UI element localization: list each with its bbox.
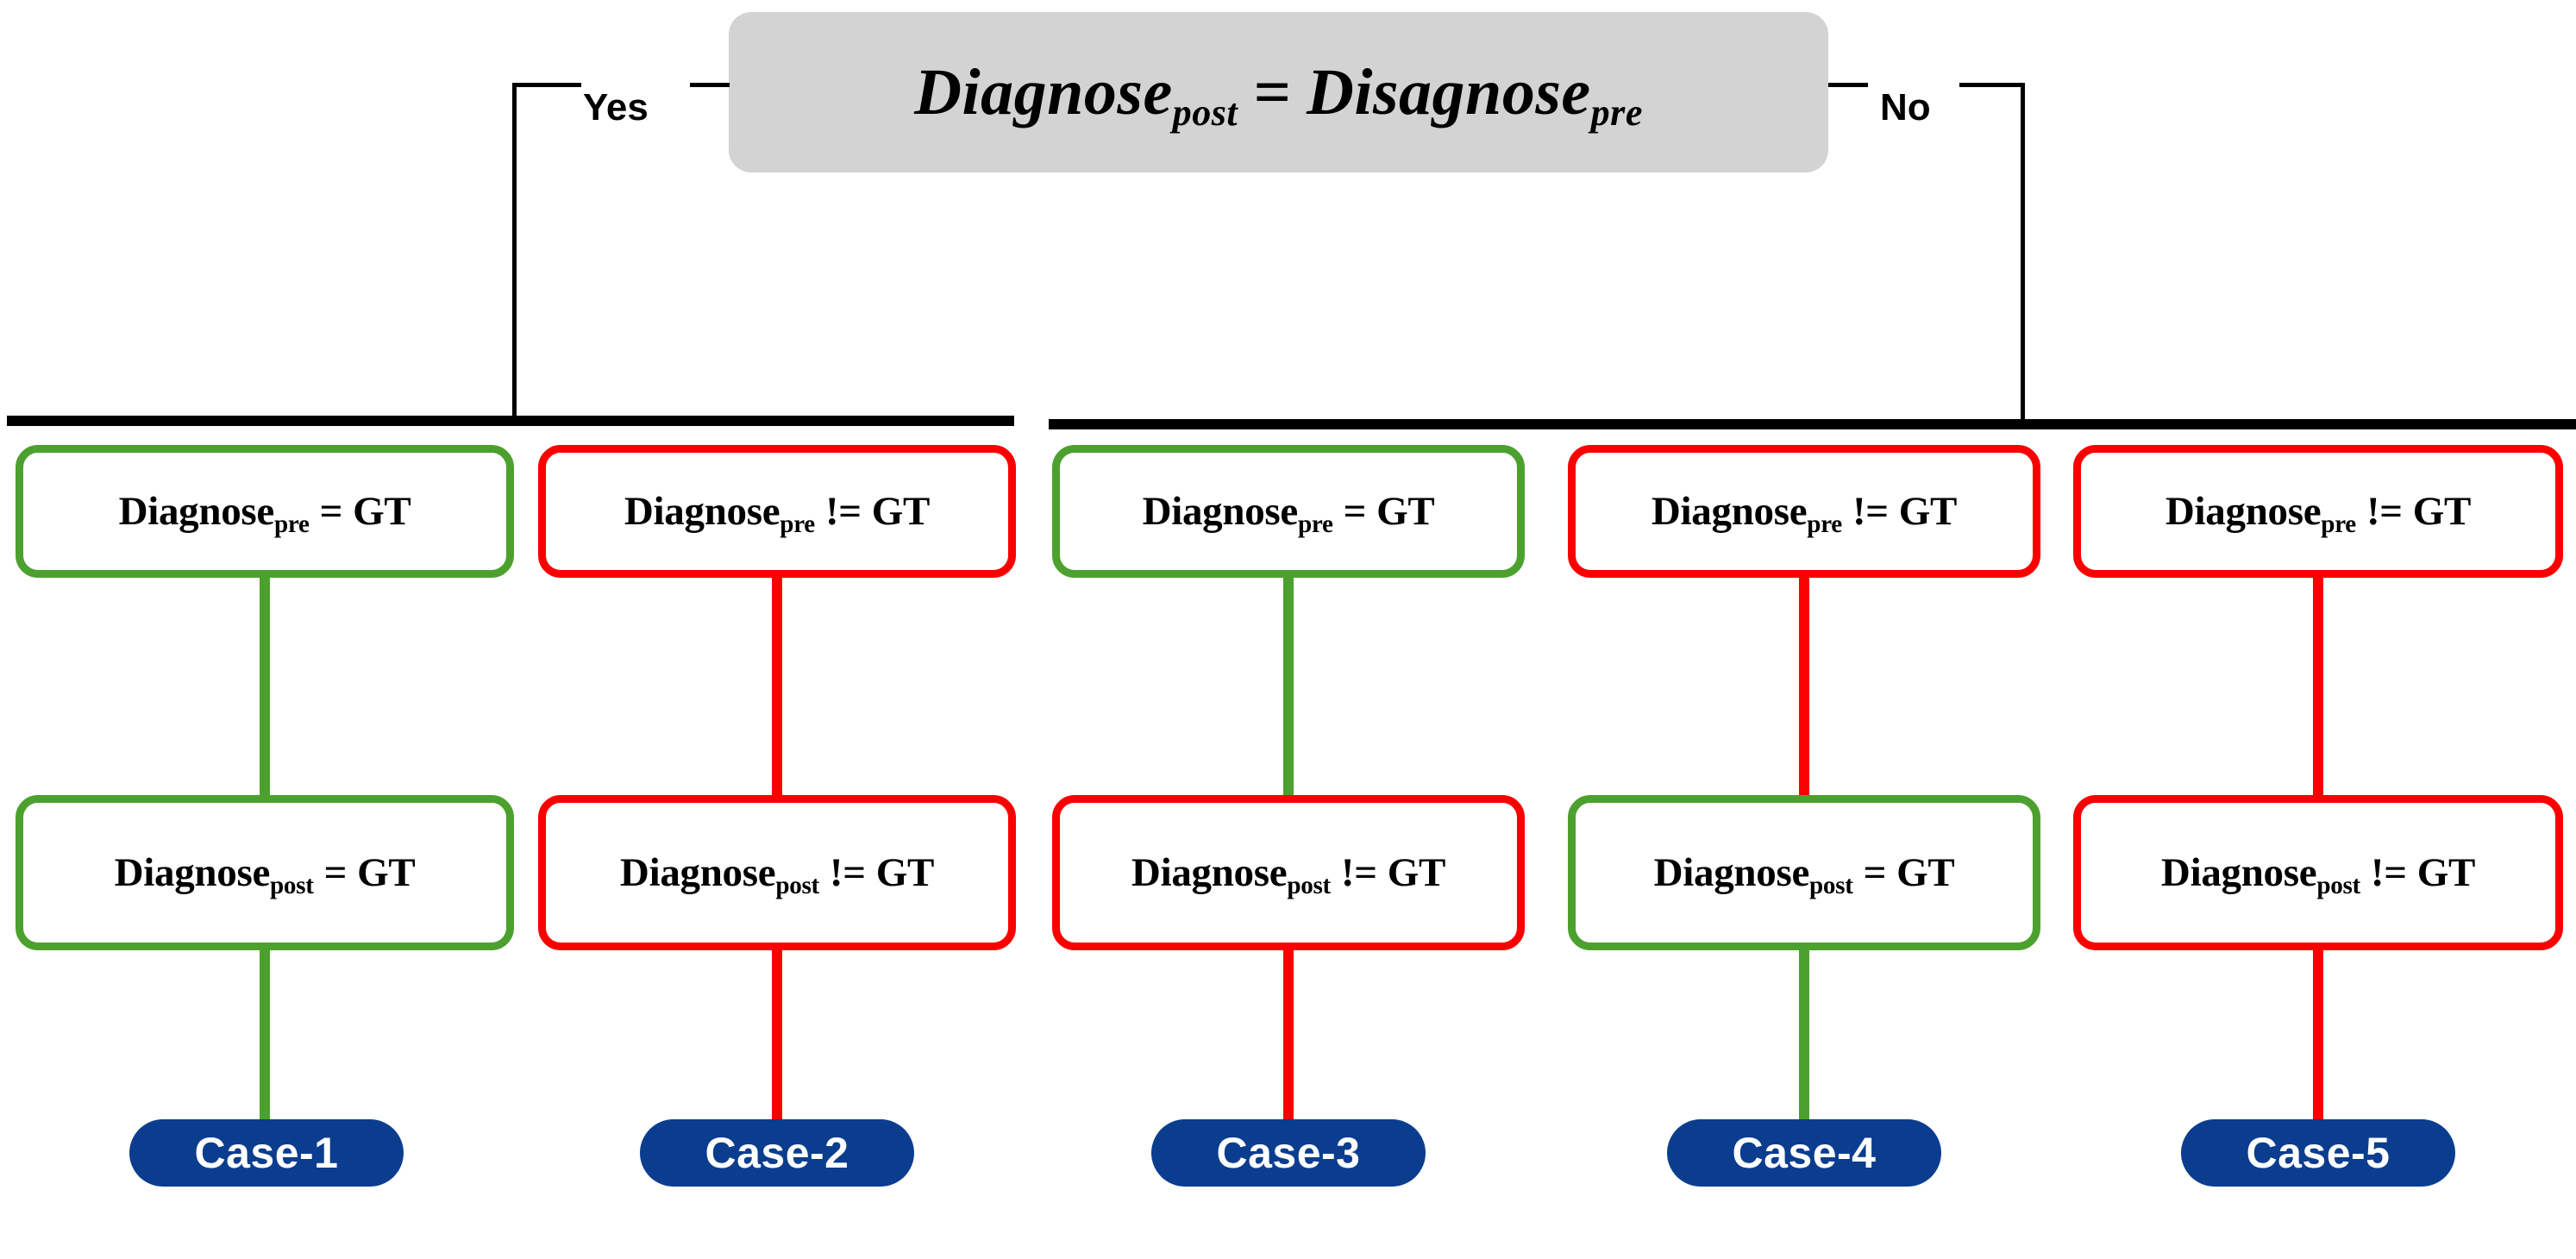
case-pill[interactable]: Case-4 [1667,1119,1941,1187]
node-post-diagnosis-text: Diagnosepost =GT [114,849,416,900]
node-label-target: GT [1898,489,1958,534]
node-label-base: Diagnose [118,489,275,534]
node-label-operator: = [319,489,343,534]
node-pre-diagnosis: Diagnosepre !=GT [1568,445,2040,578]
node-label-subscript: post [270,872,314,900]
node-post-diagnosis-text: Diagnosepost !=GT [2160,849,2476,900]
connector-post-to-case [1799,943,1809,1131]
case-pill[interactable]: Case-1 [129,1119,404,1187]
root-formula-operator: = [1253,55,1291,128]
node-label-subscript: pre [1297,510,1333,539]
connector-post-to-case [772,943,782,1131]
node-label-operator: = [1343,489,1367,534]
node-label-target: GT [353,489,411,534]
no-branch-stub [1828,83,1868,87]
connector-post-to-case [260,943,270,1131]
case-pill-label: Case-5 [2246,1129,2391,1177]
connector-pre-to-post [260,569,270,805]
yes-branch-rail [7,416,1014,426]
yes-branch-stub [690,83,730,87]
node-label-base: Diagnose [2160,850,2317,895]
node-label-subscript: post [775,872,819,900]
node-post-diagnosis: Diagnosepost !=GT [1052,795,1525,950]
node-label-target: GT [2416,850,2476,895]
case-pill-label: Case-3 [1216,1129,1361,1177]
no-branch-label: No [1880,86,1931,128]
node-label-target: GT [2412,489,2472,534]
node-label-subscript: pre [273,510,310,539]
node-label-target: GT [1376,489,1435,534]
node-pre-diagnosis: Diagnosepre !=GT [538,445,1016,578]
node-label-target: GT [357,850,416,895]
root-formula-text: Diagnosepost =Disagnosepre [914,55,1643,134]
case-pill[interactable]: Case-5 [2181,1119,2455,1187]
connector-pre-to-post [2313,569,2323,805]
node-label-base: Diagnose [1142,489,1299,534]
node-label-target: GT [871,489,931,534]
node-label-subscript: post [1809,872,1853,900]
node-label-subscript: post [2316,872,2360,900]
node-label-operator: != [1340,850,1377,895]
node-post-diagnosis-text: Diagnosepost !=GT [1131,849,1446,900]
case-pill-label: Case-4 [1732,1129,1877,1177]
no-branch-vertical [2021,83,2025,426]
root-formula-rhs: Disagnose [1306,55,1591,128]
root-formula-rhs-subscript: pre [1590,91,1643,134]
node-post-diagnosis-text: Diagnosepost !=GT [619,849,935,900]
node-label-base: Diagnose [1653,850,1810,895]
case-pill-label: Case-1 [194,1129,339,1177]
no-branch-horizontal [1959,83,2025,87]
node-label-target: GT [875,850,935,895]
node-label-base: Diagnose [1651,489,1808,534]
node-label-subscript: pre [2321,510,2356,539]
no-branch-rail [1049,419,2576,429]
root-formula-lhs: Diagnose [914,55,1173,128]
case-pill[interactable]: Case-3 [1151,1119,1426,1187]
node-label-base: Diagnose [2165,489,2322,534]
node-label-operator: = [1863,850,1887,895]
node-post-diagnosis: Diagnosepost =GT [1568,795,2040,950]
connector-post-to-case [1283,943,1294,1131]
node-label-operator: != [2366,489,2403,534]
node-pre-diagnosis-text: Diagnosepre !=GT [1651,488,1958,539]
case-pill-label: Case-2 [705,1129,849,1177]
connector-pre-to-post [1799,569,1809,805]
node-pre-diagnosis: Diagnosepre !=GT [2073,445,2563,578]
node-label-base: Diagnose [114,850,271,895]
node-post-diagnosis: Diagnosepost !=GT [2073,795,2563,950]
yes-branch-horizontal [512,83,581,87]
node-label-operator: = [323,850,348,895]
node-label-target: GT [1387,850,1446,895]
node-label-operator: != [829,850,866,895]
node-label-base: Diagnose [1131,850,1288,895]
node-label-base: Diagnose [619,850,776,895]
connector-pre-to-post [772,569,782,805]
node-label-operator: != [2370,850,2407,895]
node-post-diagnosis: Diagnosepost =GT [16,795,514,950]
node-label-operator: != [1852,489,1889,534]
node-label-subscript: pre [1807,510,1842,539]
yes-branch-vertical [512,83,517,423]
node-pre-diagnosis: Diagnosepre =GT [16,445,514,578]
node-pre-diagnosis: Diagnosepre =GT [1052,445,1525,578]
yes-branch-label: Yes [583,86,649,128]
node-pre-diagnosis-text: Diagnosepre =GT [118,488,411,539]
node-post-diagnosis: Diagnosepost !=GT [538,795,1016,950]
node-label-base: Diagnose [624,489,780,534]
connector-post-to-case [2313,943,2323,1131]
node-pre-diagnosis-text: Diagnosepre !=GT [2165,488,2472,539]
node-pre-diagnosis-text: Diagnosepre !=GT [624,488,931,539]
root-formula-lhs-subscript: post [1172,91,1238,134]
node-label-subscript: post [1287,872,1331,900]
node-label-subscript: pre [780,510,815,539]
connector-pre-to-post [1283,569,1294,805]
node-post-diagnosis-text: Diagnosepost =GT [1653,849,1955,900]
node-label-operator: != [824,489,862,534]
node-label-target: GT [1896,850,1955,895]
root-decision-box: Diagnosepost =Disagnosepre [729,12,1828,172]
case-pill[interactable]: Case-2 [640,1119,914,1187]
node-pre-diagnosis-text: Diagnosepre =GT [1142,488,1435,539]
